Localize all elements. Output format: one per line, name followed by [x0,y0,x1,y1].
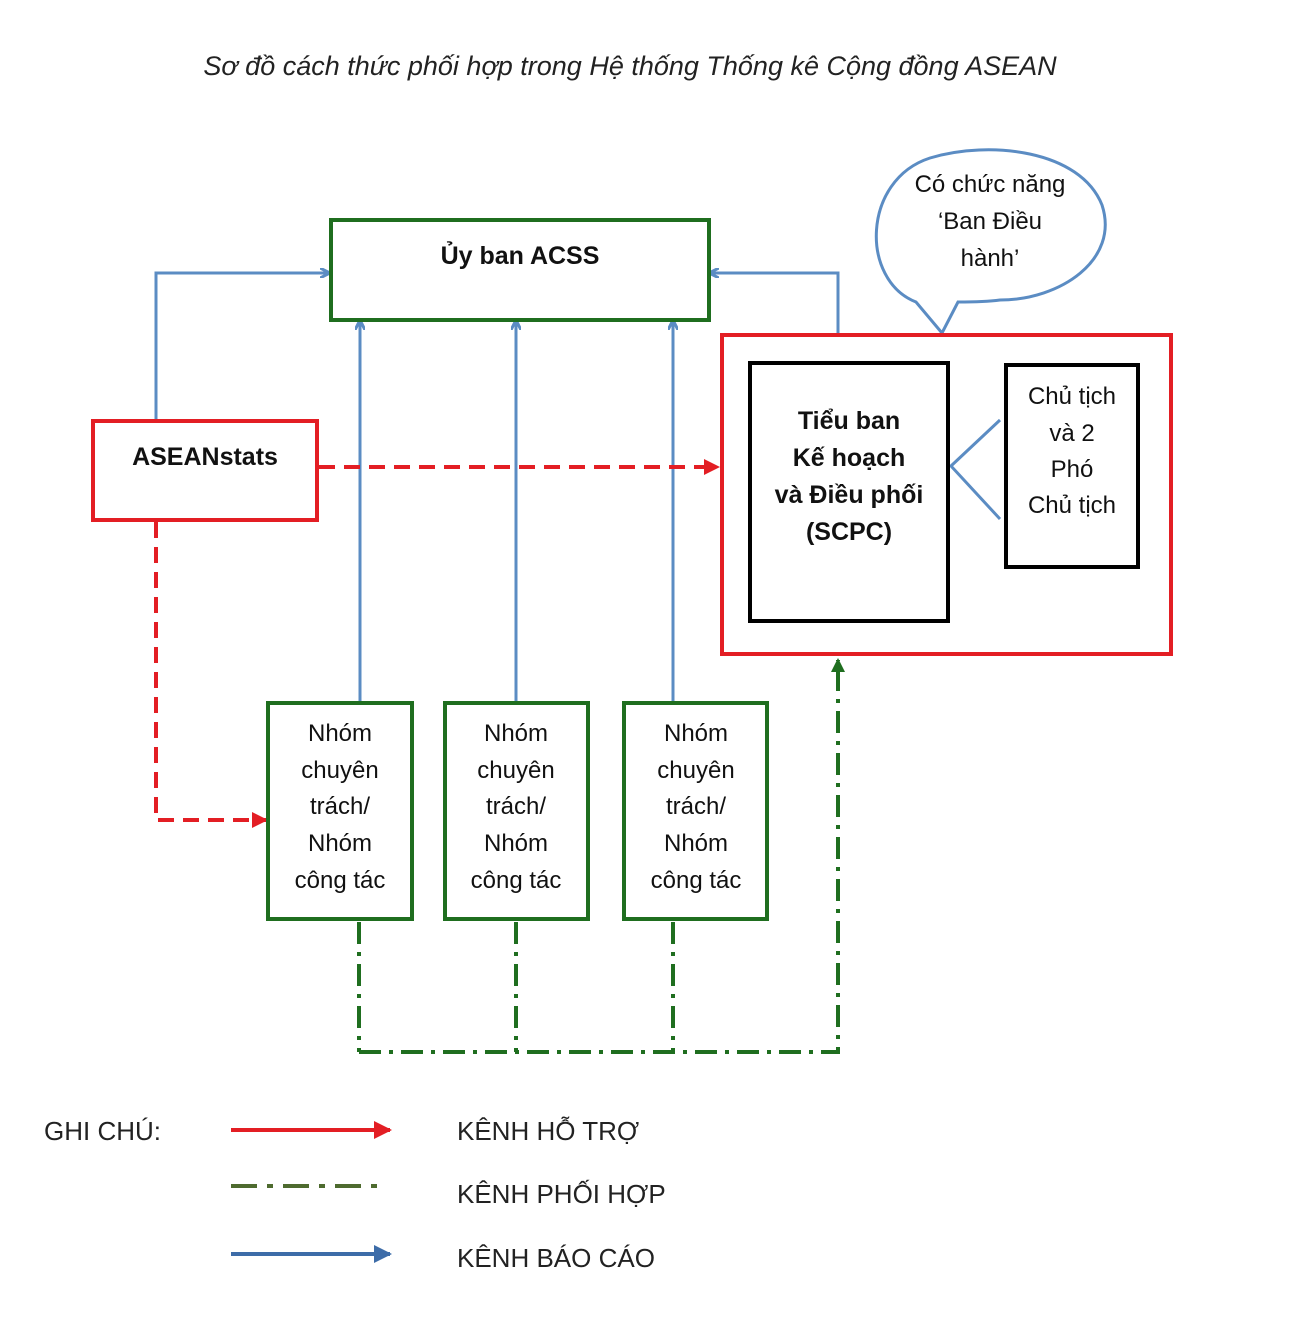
wg-line-4: Nhóm [664,830,728,857]
scpc-line-4: (SCPC) [806,518,892,546]
wg-line-3: trách/ [310,793,370,820]
working-group-3: Nhóm chuyên trách/ Nhóm công tác [622,701,769,921]
chair-line-1: Chủ tịch [1028,383,1116,410]
working-group-box [266,701,414,921]
wg-line-1: Nhóm [484,720,548,747]
legend: GHI CHÚ: KÊNH HỖ TRỢ KÊNH PHỐI HỢP KÊNH … [44,1116,666,1273]
chair-line-3: Phó [1051,456,1094,483]
callout-line-3: hành’ [961,245,1020,272]
report-channel-lines [154,273,1002,702]
scpc-line-1: Tiểu ban [798,407,900,435]
chair-box [1004,363,1140,569]
legend-support-label: KÊNH HỖ TRỢ [457,1116,639,1146]
working-group-box [622,701,769,921]
diagram-title: Sơ đồ cách thức phối hợp trong Hệ thống … [203,51,1057,81]
acss-committee-box [329,218,711,322]
working-group-1: Nhóm chuyên trách/ Nhóm công tác [266,701,414,921]
legend-report-label: KÊNH BÁO CÁO [457,1243,655,1273]
wg-line-3: trách/ [666,793,726,820]
scpc-box [748,361,950,623]
callout-line-1: Có chức năng [915,171,1066,198]
callout-line-2: ‘Ban Điều [938,208,1042,235]
scpc-outer-box [720,333,1173,656]
wg-line-1: Nhóm [308,720,372,747]
wg-line-5: công tác [471,867,562,894]
wg-line-5: công tác [295,867,386,894]
chair-line-4: Chủ tịch [1028,492,1116,519]
coordination-channel-lines [357,658,845,1054]
report-scpc-to-acss [711,273,840,335]
report-aseanstats-to-acss [154,273,328,420]
support-aseanstats-to-wg [154,522,268,828]
legend-heading: GHI CHÚ: [44,1116,161,1146]
callout-bubble [874,148,1107,336]
wg-line-1: Nhóm [664,720,728,747]
wg-line-4: Nhóm [484,830,548,857]
scpc-line-2: Kế hoạch [793,444,906,472]
working-group-box [443,701,590,921]
wg-line-2: chuyên [301,757,378,784]
aseanstats-box [91,419,319,522]
support-channel-lines [154,459,720,828]
legend-coordination-label: KÊNH PHỐI HỢP [457,1179,666,1209]
coord-bottom-to-scpc [359,658,845,1054]
wg-line-4: Nhóm [308,830,372,857]
aseanstats-label: ASEANstats [132,443,278,471]
working-group-2: Nhóm chuyên trách/ Nhóm công tác [443,701,590,921]
scpc-line-3: và Điều phối [775,481,924,509]
wg-line-2: chuyên [657,757,734,784]
wg-line-2: chuyên [477,757,554,784]
scpc-chair-bracket [948,418,1002,521]
chair-line-2: và 2 [1049,420,1094,447]
wg-line-5: công tác [651,867,742,894]
wg-line-3: trách/ [486,793,546,820]
acss-committee-label: Ủy ban ACSS [441,240,600,270]
